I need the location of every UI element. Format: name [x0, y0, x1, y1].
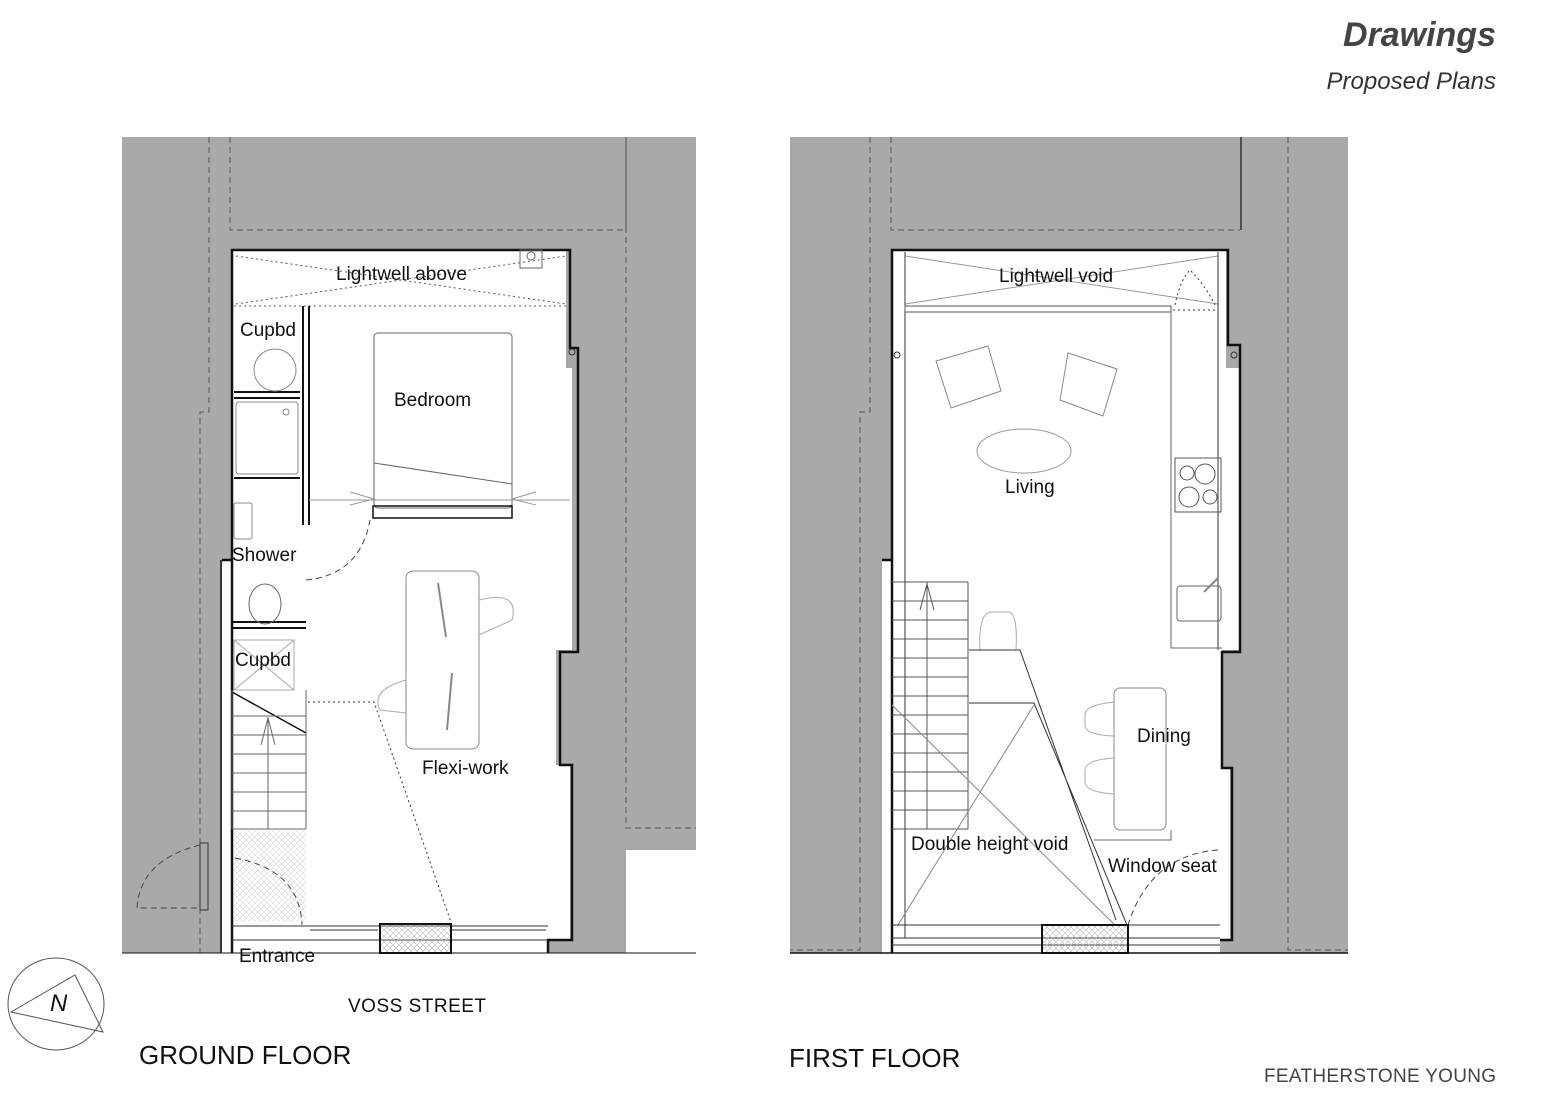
ground-floor-label: GROUND FLOOR [139, 1040, 352, 1070]
room-label-window-seat: Window seat [1108, 856, 1217, 877]
first-floor-label: FIRST FLOOR [789, 1043, 961, 1073]
room-label-flexi-work: Flexi-work [422, 758, 509, 779]
room-label-lightwell-void: Lightwell void [999, 266, 1114, 287]
street-name: VOSS STREET [348, 996, 487, 1017]
party-wall-right [790, 137, 1348, 953]
party-wall-left [122, 137, 696, 953]
room-label-cupboard-2: Cupbd [235, 650, 291, 671]
room-label-bedroom: Bedroom [394, 390, 472, 411]
room-label-entrance: Entrance [239, 946, 316, 967]
room-label-double-height-void: Double height void [911, 834, 1069, 855]
room-label-lightwell-above: Lightwell above [336, 264, 467, 285]
room-label-living: Living [1005, 477, 1055, 498]
first-floor-plan [790, 137, 1348, 954]
room-label-shower: Shower [232, 545, 297, 566]
room-label-dining: Dining [1137, 726, 1191, 747]
architect-credit: FEATHERSTONE YOUNG [1264, 1066, 1497, 1087]
ground-floor-plan [122, 137, 696, 954]
room-label-cupboard: Cupbd [240, 320, 296, 341]
page-subtitle: Proposed Plans [1326, 68, 1496, 95]
north-label: N [50, 990, 68, 1017]
page-title: Drawings [1342, 16, 1496, 54]
north-arrow-icon [7, 957, 105, 1051]
